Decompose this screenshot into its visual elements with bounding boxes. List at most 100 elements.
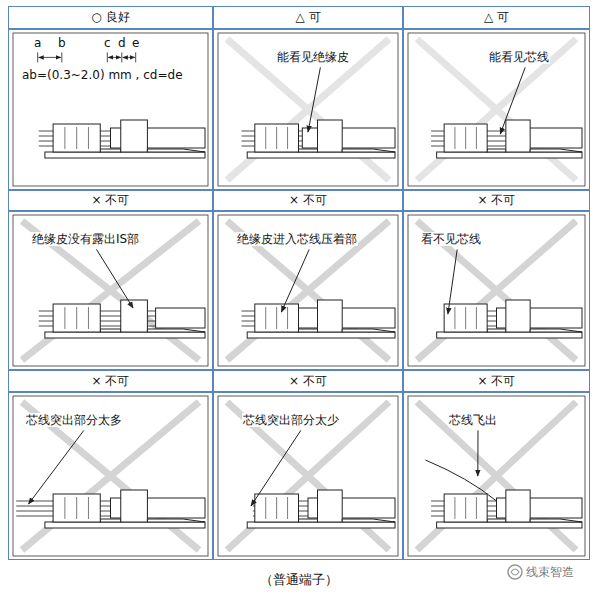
leader-line xyxy=(308,67,320,132)
serration xyxy=(88,497,89,519)
leader-line xyxy=(96,249,133,308)
terminal-body xyxy=(530,519,582,522)
terminal-body xyxy=(342,329,395,332)
insulation-barrel xyxy=(506,490,530,522)
serration xyxy=(76,127,77,149)
image-frame xyxy=(13,215,208,366)
panel-art xyxy=(13,215,208,366)
image-cell: 绝缘皮进入芯线压着部 xyxy=(213,211,403,370)
grade-text: ○ 良好 xyxy=(91,9,129,26)
insulation-barrel xyxy=(318,300,343,332)
dimension-arrow xyxy=(39,57,61,58)
terminal-body xyxy=(342,149,395,152)
image-cell: 芯线突出部分太多 xyxy=(8,392,213,560)
panel-art xyxy=(408,33,585,186)
serration xyxy=(287,307,288,329)
serration xyxy=(276,127,277,149)
leader-line xyxy=(448,249,457,314)
terminal-transition xyxy=(100,519,121,522)
leader-line xyxy=(477,430,478,476)
serration xyxy=(276,497,277,519)
dimension-tick xyxy=(135,52,136,62)
leader-lines xyxy=(29,52,526,506)
terminal-transition xyxy=(299,149,318,152)
terminal-transition xyxy=(487,329,506,332)
terminal-transition xyxy=(299,519,318,522)
defect-label: 芯线突出部分太少 xyxy=(242,413,340,427)
dimension-tick xyxy=(37,52,38,62)
dimension-tick xyxy=(61,52,62,62)
terminal-base xyxy=(45,332,205,338)
terminal-body xyxy=(530,329,582,332)
serration xyxy=(88,307,89,329)
reject-cross xyxy=(227,221,389,360)
grade-header: × 不可 xyxy=(8,370,213,392)
terminal-base xyxy=(45,152,205,158)
serration xyxy=(76,497,77,519)
conductor-barrel xyxy=(255,494,299,522)
terminal-base xyxy=(247,522,395,528)
insulation-barrel xyxy=(121,300,148,332)
image-frame xyxy=(218,396,398,556)
defect-label: 看不见芯线 xyxy=(420,232,482,246)
panel-art xyxy=(408,215,585,366)
grade-text: × 不可 xyxy=(92,192,130,209)
serration xyxy=(465,307,466,329)
image-cell: abcdeab=(0.3~2.0) mm , cd=de xyxy=(8,29,213,190)
terminal-body xyxy=(342,519,395,522)
serration xyxy=(265,497,266,519)
grade-header: × 不可 xyxy=(403,190,590,211)
grade-text: △ 可 xyxy=(295,9,320,26)
serration xyxy=(88,127,89,149)
image-frame xyxy=(408,215,585,366)
insulation-barrel xyxy=(121,490,148,522)
terminal-base xyxy=(247,332,395,338)
grade-header: ○ 良好 xyxy=(8,6,213,29)
insulation-barrel xyxy=(506,300,530,332)
terminal-base xyxy=(437,152,582,158)
insulation-barrel xyxy=(318,120,343,152)
panel-art xyxy=(13,33,208,186)
reject-cross xyxy=(417,221,576,360)
image-cell: 看不见芯线 xyxy=(403,211,590,370)
conductor-barrel xyxy=(255,124,299,152)
conductor-barrel xyxy=(444,124,487,152)
defect-label: 芯线飞出 xyxy=(448,413,498,427)
image-cell: 绝缘皮没有露出IS部 xyxy=(8,211,213,370)
insulation-barrel xyxy=(506,120,530,152)
image-frame xyxy=(218,33,398,186)
defect-label: 能看见绝缘皮 xyxy=(276,50,350,64)
caption: （普通端子） xyxy=(260,571,338,589)
reject-cross xyxy=(417,39,576,180)
serration xyxy=(287,497,288,519)
conductor-barrel xyxy=(444,494,487,522)
dimension-letter: b xyxy=(57,36,67,50)
grade-header: △ 可 xyxy=(213,6,403,29)
defect-label: 绝缘皮没有露出IS部 xyxy=(31,232,140,246)
terminal-transition xyxy=(100,329,121,332)
dimension-arrow xyxy=(108,57,121,58)
terminal-body xyxy=(147,329,205,332)
grade-text: × 不可 xyxy=(289,192,327,209)
grade-header: × 不可 xyxy=(213,370,403,392)
dimension-note: ab=(0.3~2.0) mm , cd=de xyxy=(21,68,184,82)
serration xyxy=(476,307,477,329)
serration xyxy=(476,497,477,519)
reject-cross xyxy=(417,221,576,360)
terminal-body xyxy=(530,149,582,152)
serration xyxy=(287,127,288,149)
image-cell: 能看见芯线 xyxy=(403,29,590,190)
wire-insulation xyxy=(156,308,205,328)
grade-header: × 不可 xyxy=(403,370,590,392)
serration xyxy=(276,307,277,329)
conductor-barrel xyxy=(53,494,100,522)
serration xyxy=(76,307,77,329)
serration xyxy=(454,127,455,149)
dimension-tick xyxy=(121,52,122,62)
leader-line xyxy=(29,430,84,504)
terminal-transition xyxy=(487,519,506,522)
terminal-base xyxy=(437,332,582,338)
serration xyxy=(265,307,266,329)
